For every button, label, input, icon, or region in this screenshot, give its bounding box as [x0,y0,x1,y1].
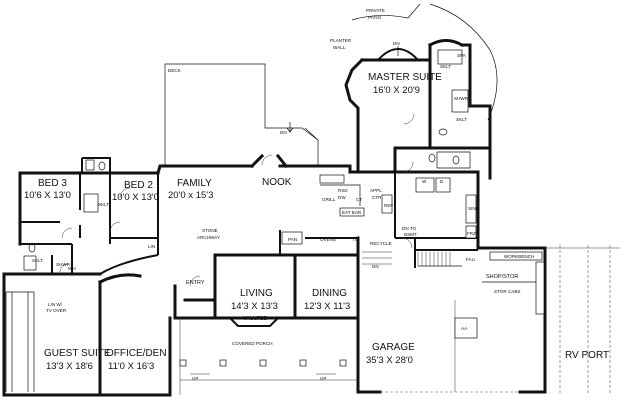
planter-wall-label-1: PLANTER [330,38,352,43]
sklt-label-master-2: SKLT [456,117,467,122]
dn-label-deck: DN [280,130,287,135]
recycle-label: RECYCLE [370,241,392,246]
nook-name: NOOK [262,177,292,188]
guest-suite-label: GUEST SUITE 13'3 X 18'6 [44,348,111,372]
aa-label: AA [461,326,468,331]
stair-arrows [286,46,399,133]
shwr-label-master: SHWR [454,96,469,101]
bed3-label: BED 3 10'6 X 13'0 [24,178,71,201]
covered-porch-outline [179,318,358,395]
rv-port-name: RV PORT [565,350,609,361]
dryer-label: D [440,179,444,184]
sklt-label-master: SKLT [440,64,451,69]
fau-label: FAU [466,257,475,262]
dining-name: DINING [312,288,347,299]
office-den-label: OFFICE/DEN 11'0 X 16'3 [106,348,167,372]
ovens-label: OVENS [320,237,336,242]
guest-suite-dim: 13'3 X 18'6 [46,361,93,372]
wh-label: WH [68,266,76,271]
left-wing-bath-fixtures [23,159,106,271]
ref-label: REF [384,203,393,208]
guest-suite-closet [5,291,35,392]
dining-label: DINING 12'3 X 11'3 [304,288,350,312]
rsd-label: RSD [338,188,348,193]
master-suite-label: MASTER SUITE 16'0 X 20'9 [368,72,442,96]
appl-ctr-label-1: APPL [370,188,382,193]
garage-label: GARAGE 35'3 X 28'0 [366,342,415,366]
family-name: FAMILY [177,178,212,189]
lin-tv-label-1: LIN W/ [48,302,63,307]
up-label-left: UP [192,376,198,381]
rv-port-outline [545,245,620,395]
living-label: LIVING 14'3 X 13'3 VAULTED [231,288,278,322]
deck-label: DECK [168,68,182,73]
entry-name: ENTRY [186,280,205,286]
bed3-name: BED 3 [38,178,67,189]
appl-ctr-label-2: CTR [372,195,382,200]
family-dim: 20'0 x 15'3 [168,190,213,201]
door-swings [59,113,415,287]
dining-dim: 12'3 X 11'3 [304,301,350,312]
stor-cabs-label: STOR CABS [494,289,520,294]
dn-to-bsmt-label-1: DN TO [402,226,417,231]
deck-outline [164,63,319,166]
shop-fixtures [482,251,545,315]
stone-archway-label-2: ARCHWAY [197,235,220,240]
lin-label-bed2: LIN [148,244,155,249]
master-suite-dim: 16'0 X 20'9 [373,85,420,96]
living-vaulted: VAULTED [243,316,268,322]
private-patio-label-2: PATIO [368,15,382,20]
garage-dim: 35'3 X 28'0 [366,355,413,366]
lin-tv-label-2: TV OVER [46,308,67,313]
sklt-label-bath: SKLT [32,258,43,263]
guest-suite-name: GUEST SUITE [44,348,111,359]
bed2-name: BED 2 [124,180,153,191]
ct-label: CT [356,197,362,202]
grill-label: GRILL [322,197,336,202]
up-label-right: UP [320,376,326,381]
covered-porch-label: COVERED PORCH [232,341,273,346]
private-patio-label-1: PRIVATE [366,8,385,13]
dn-label-master: DN [393,41,400,46]
pan-label: PAN [288,237,297,242]
office-den-name: OFFICE/DEN [106,348,167,359]
bed3-dim: 10'6 X 13'0 [24,190,71,201]
sklt-label-bath-2: SKLT [98,202,109,207]
living-name: LIVING [240,288,273,299]
exterior-walls [2,39,547,397]
garage-door-outline [380,300,520,393]
family-label: FAMILY 20'0 x 15'3 [168,178,213,201]
washer-label: W [422,179,427,184]
kitchen-fixtures [281,174,477,245]
dn-to-bsmt-label-2: BSMT [404,232,417,237]
dn-label-garage: DN [372,264,379,269]
bed2-label: BED 2 10'0 X 13'0 [112,180,159,203]
master-suite-name: MASTER SUITE [368,72,442,83]
master-bath-fixtures [428,49,471,169]
frz-label: FRZ [467,231,476,236]
workbench-label: WORKBENCH [504,254,534,259]
eat-bar-label: EAT BAR [342,210,362,215]
sink-label: SINK [468,206,480,211]
shwr-label-bath: SHWR [56,262,71,267]
stairs [362,251,462,267]
stone-archway-label-1: STONE [202,228,218,233]
garage-name: GARAGE [372,342,415,353]
living-bay-window [229,317,279,327]
shop-stor-name: SHOP/STOR [486,274,518,280]
living-dim: 14'3 X 13'3 [231,301,278,312]
tc-label: TC [352,237,359,242]
bed2-dim: 10'0 X 13'0 [112,192,159,203]
spa-label: SPA [457,53,467,58]
annotations: PRIVATE PATIO PLANTER WALL DECK DN DN SP… [32,8,534,381]
dw-label: DW [338,195,346,200]
planter-wall-label-2: WALL [333,45,346,50]
office-den-dim: 11'0 X 16'3 [108,361,154,372]
private-patio-outline [351,3,498,121]
